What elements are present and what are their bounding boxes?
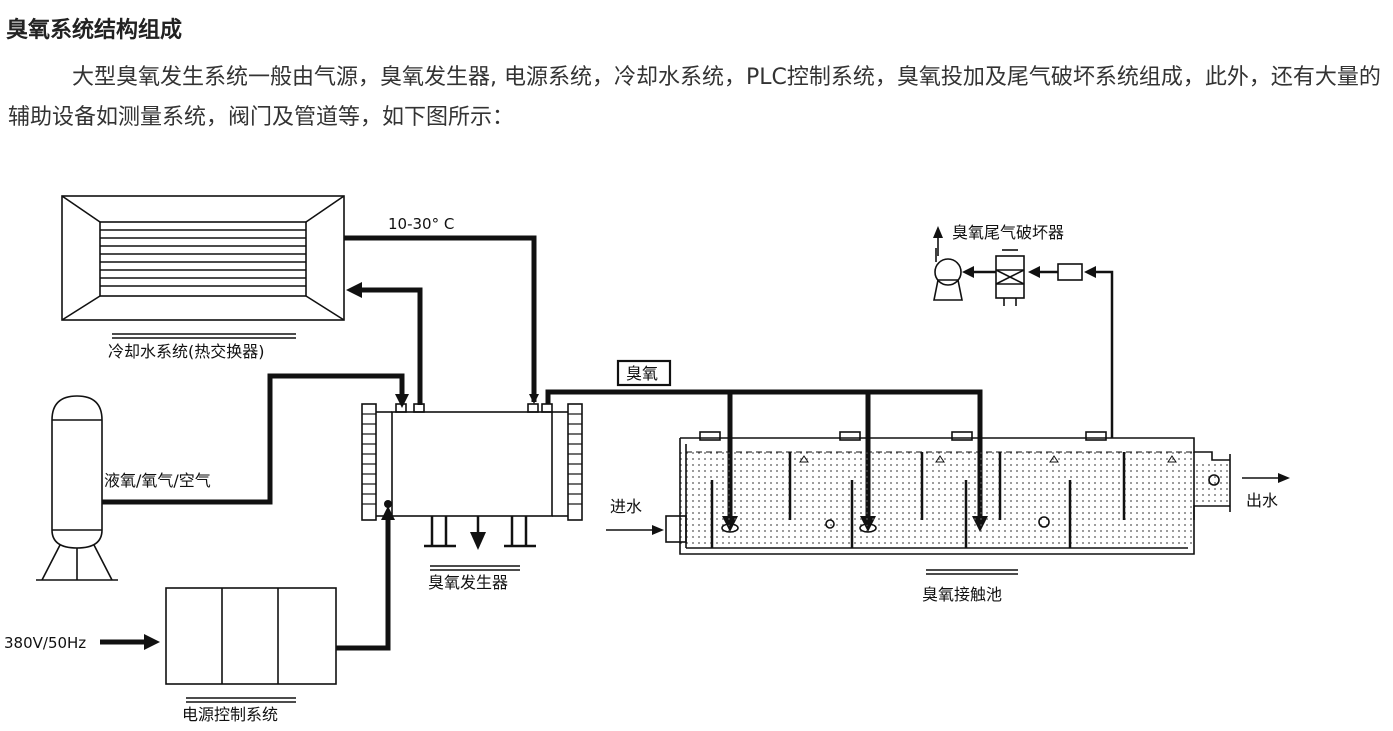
- inlet-label: 进水: [610, 497, 642, 516]
- tank-label: 臭氧接触池: [922, 585, 1002, 604]
- outlet-label: 出水: [1246, 491, 1278, 510]
- gas-source-label: 液氧/氧气/空气: [104, 471, 211, 490]
- cooling-supply-pipe: [344, 235, 537, 392]
- outlet-arrow: [1278, 473, 1290, 483]
- gas-feed-arrow: [395, 394, 409, 408]
- cooling-heat-exchanger: [61, 195, 345, 339]
- inlet-arrow: [652, 525, 664, 535]
- article-heading: 臭氧系统结构组成: [6, 18, 183, 43]
- exhaust-arrow: [933, 226, 943, 238]
- article-paragraph: 大型臭氧发生系统一般由气源，臭氧发生器, 电源系统，冷却水系统，PLC控制系统，…: [8, 65, 1381, 130]
- generator-label: 臭氧发生器: [428, 573, 508, 592]
- ozone-contact-tank: [665, 431, 1231, 575]
- offgas-blower: [933, 248, 963, 301]
- offgas-destructor-unit: [995, 249, 1025, 306]
- cooling-system-label: 冷却水系统(热交换器): [108, 342, 265, 361]
- power-system-label: 电源控制系统: [182, 705, 278, 724]
- temperature-label: 10-30° C: [388, 215, 454, 233]
- power-feed-cable: [336, 520, 391, 651]
- ozone-tag: [616, 359, 672, 387]
- power-input-arrow: [144, 634, 160, 650]
- gas-feed-pipe: [102, 373, 405, 505]
- ozone-label: 臭氧: [626, 364, 658, 383]
- power-feed-arrow: [381, 506, 395, 520]
- offgas-filter: [1057, 263, 1083, 281]
- gas-source-tank: [36, 395, 118, 581]
- voltage-label: 380V/50Hz: [4, 634, 86, 652]
- cooling-return-pipe: [362, 287, 423, 405]
- cooling-return-arrow: [346, 282, 362, 298]
- power-control-cabinet: [165, 587, 337, 703]
- ozone-generator: [361, 403, 583, 571]
- destructor-label: 臭氧尾气破坏器: [952, 223, 1064, 242]
- offgas-pipe: [1096, 270, 1114, 438]
